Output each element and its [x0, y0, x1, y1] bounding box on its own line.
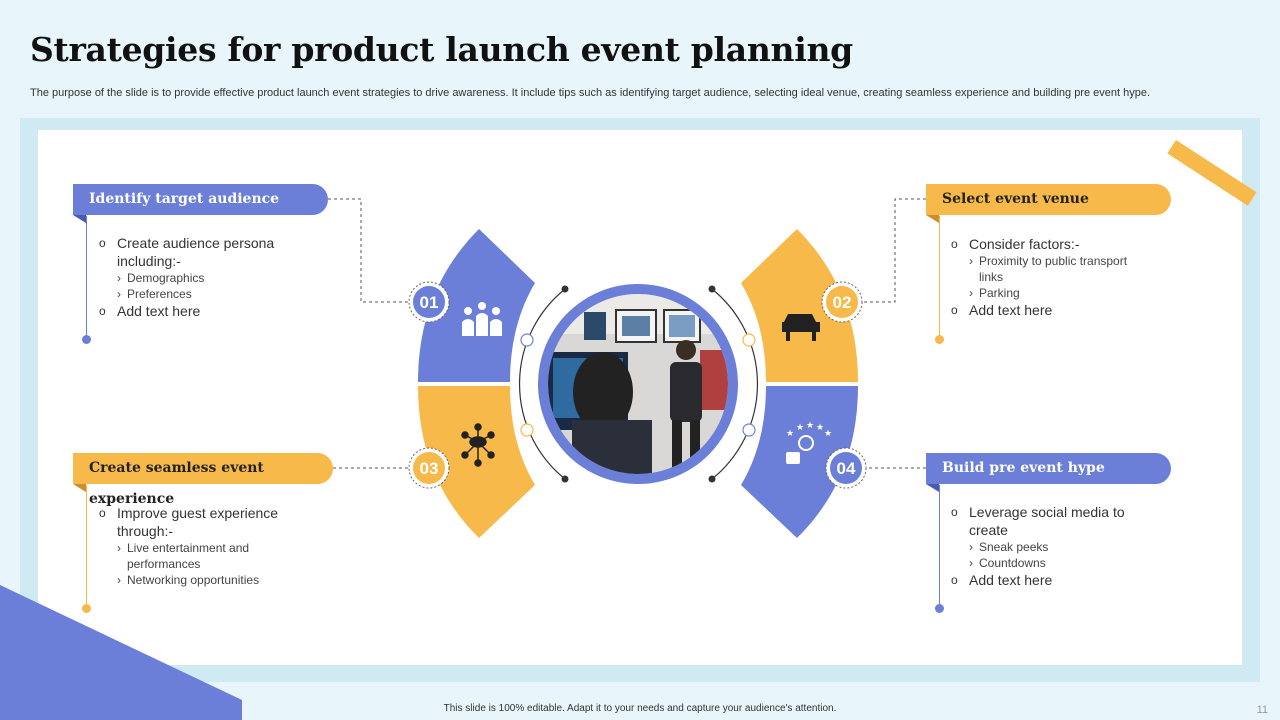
step-03-fold: [73, 484, 86, 492]
badge-01: 01: [408, 281, 450, 323]
step-01-dot: [82, 335, 91, 344]
badge-03-number: 03: [420, 459, 439, 478]
svg-text:★: ★: [816, 422, 824, 432]
svg-text:★: ★: [796, 422, 804, 432]
list-item: Leverage social media to create: [951, 503, 1151, 539]
step-02-heading: Select event venue: [926, 184, 1171, 215]
slide-description: The purpose of the slide is to provide e…: [30, 87, 1151, 99]
step-04-dot: [935, 604, 944, 613]
list-subitem: Demographics: [99, 270, 309, 286]
petal-01: [418, 229, 535, 382]
list-item: Add text here: [99, 302, 309, 320]
badge-02-number: 02: [833, 293, 852, 312]
list-subitem: Networking opportunities: [99, 572, 299, 588]
badge-03: 03: [408, 447, 450, 489]
list-subitem: Countdowns: [951, 555, 1151, 571]
venue-table-icon: [782, 314, 820, 341]
svg-text:★: ★: [806, 420, 814, 430]
list-subitem: Preferences: [99, 286, 309, 302]
step-04-heading: Build pre event hype: [926, 453, 1171, 484]
badge-02: 02: [821, 281, 863, 323]
list-item: Add text here: [951, 571, 1151, 589]
list-subitem: Sneak peeks: [951, 539, 1151, 555]
badge-04-number: 04: [837, 459, 856, 478]
step-03-line: [86, 485, 87, 607]
list-item: Create audience persona including:-: [99, 234, 309, 270]
rating-thumbs-up-icon: ★ ★ ★ ★ ★: [786, 420, 832, 464]
step-03-dot: [82, 604, 91, 613]
step-02-dot: [935, 335, 944, 344]
step-02-fold: [926, 215, 939, 223]
step-04-line: [939, 485, 940, 607]
step-03-content: Improve guest experience through:- Live …: [99, 504, 299, 588]
page-number: 11: [1256, 704, 1268, 716]
step-02-content: Consider factors:- Proximity to public t…: [951, 235, 1151, 319]
list-item: Consider factors:-: [951, 235, 1151, 253]
network-hub-icon: [461, 423, 495, 467]
list-subitem: Live entertainment and performances: [99, 540, 299, 572]
step-01-line: [86, 216, 87, 338]
list-item: Add text here: [951, 301, 1151, 319]
step-02-line: [939, 216, 940, 338]
svg-text:★: ★: [786, 428, 794, 438]
list-item: Improve guest experience through:-: [99, 504, 299, 540]
petal-02: [741, 229, 858, 382]
list-subitem: Parking: [951, 285, 1151, 301]
step-04-fold: [926, 484, 939, 492]
step-01-heading: Identify target audience: [73, 184, 328, 215]
page-title: Strategies for product launch event plan…: [30, 30, 853, 69]
step-03-heading: Create seamless event experience: [73, 453, 333, 507]
step-04-content: Leverage social media to create Sneak pe…: [951, 503, 1151, 589]
step-01-content: Create audience persona including:- Demo…: [99, 234, 309, 320]
step-01-fold: [73, 215, 86, 223]
badge-01-number: 01: [420, 293, 439, 312]
list-subitem: Proximity to public transport links: [951, 253, 1151, 285]
audience-group-icon: [462, 302, 502, 336]
svg-text:★: ★: [824, 428, 832, 438]
badge-04: 04: [825, 447, 867, 489]
footer-note: This slide is 100% editable. Adapt it to…: [443, 703, 837, 714]
